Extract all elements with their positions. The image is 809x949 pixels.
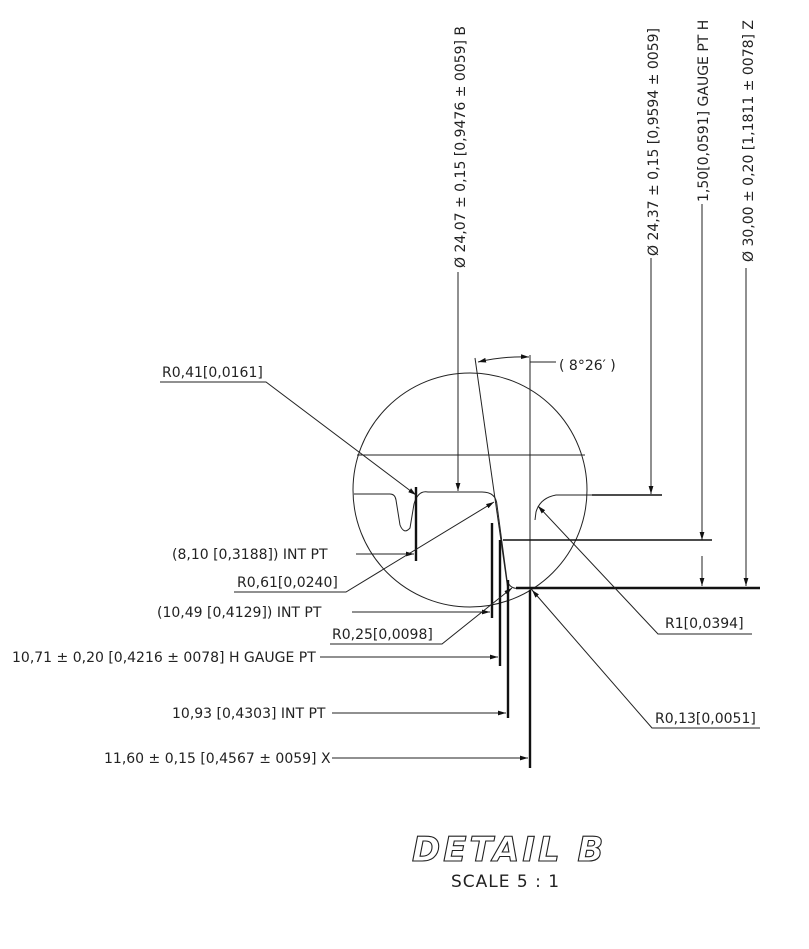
gauge-h-text: 1,50[0,0591] GAUGE PT H (696, 20, 712, 202)
angle-label: ( 8°26′ ) (559, 358, 616, 374)
r013-leader (531, 589, 760, 729)
r025-leader (330, 587, 513, 645)
detail-title: DETAIL B (412, 830, 606, 870)
taper-line (474, 357, 509, 591)
r041-text: R0,41[0,0161] (162, 365, 263, 381)
angle-arc (477, 354, 530, 363)
r1-text: R1[0,0394] (665, 616, 744, 632)
int-810-text: (8,10 [0,3188]) INT PT (172, 547, 328, 563)
r013-text: R0,13[0,0051] (655, 711, 756, 727)
r061-text: R0,61[0,0240] (237, 575, 338, 591)
scale-label: SCALE 5 : 1 (451, 872, 560, 892)
dia-2437-text: Ø 24,37 ± 0,15 [0,9594 ± 0059] (646, 28, 662, 256)
x-1160-text: 11,60 ± 0,15 [0,4567 ± 0059] X (104, 751, 331, 767)
r061-leader (234, 501, 495, 593)
int-1049-text: (10,49 [0,4129]) INT PT (157, 605, 322, 621)
detail-circle (352, 372, 588, 608)
part-profile-left (354, 491, 498, 532)
r025-text: R0,25[0,0098] (332, 627, 433, 643)
gauge-1071-text: 10,71 ± 0,20 [0,4216 ± 0078] H GAUGE PT (12, 650, 316, 666)
dia-z-text: Ø 30,00 ± 0,20 [1,1811 ± 0078] Z (741, 20, 757, 262)
dia-b-text: Ø 24,07 ± 0,15 [0,9476 ± 0059] B (453, 26, 469, 268)
r041-leader (160, 381, 417, 496)
r1-leader (537, 505, 752, 635)
int-1093-text: 10,93 [0,4303] INT PT (172, 706, 326, 722)
part-profile-right (534, 494, 592, 521)
